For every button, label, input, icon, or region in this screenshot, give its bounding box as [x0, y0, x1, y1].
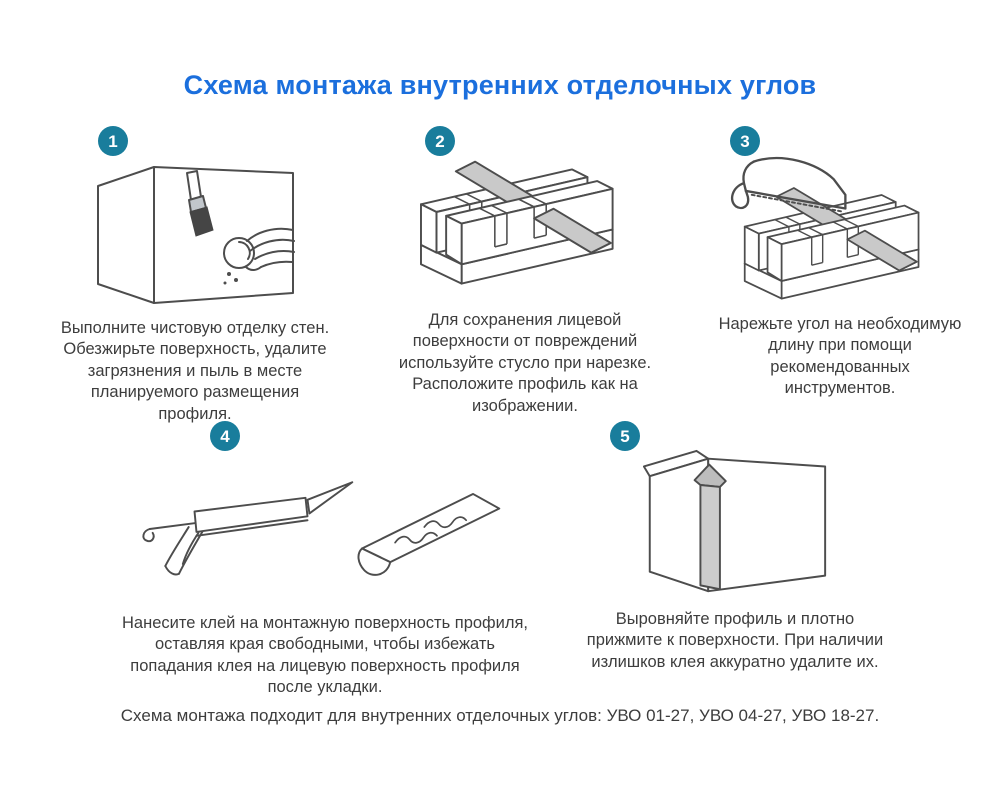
step-2-badge: 2 [425, 126, 455, 156]
step-4-illustration-glue-application [142, 481, 501, 576]
page-title: Схема монтажа внутренних отделочных угло… [183, 70, 817, 100]
hand-sponge-icon [223, 227, 295, 271]
step-3-description: Нарежьте угол на необходимую длину при п… [718, 315, 962, 398]
footer-note: Схема монтажа подходит для внутренних от… [120, 706, 880, 725]
step-2-illustration-miter-box [419, 160, 614, 285]
paint-brush-icon [186, 170, 214, 237]
caulk-gun-icon [142, 481, 354, 576]
hacksaw-icon [730, 157, 847, 213]
near-wall-slots [796, 218, 859, 266]
step-1-badge: 1 [98, 126, 128, 156]
step-3-badge: 3 [730, 126, 760, 156]
step-4: 4 Нанесите клей на [110, 415, 540, 699]
profile-strip-tail [532, 207, 612, 254]
step-1-illustration-wall-cleaning [97, 166, 295, 304]
step-1: 1 [30, 126, 360, 425]
corner-walls [642, 449, 826, 593]
step-2-description: Для сохранения лицевой поверхности от по… [398, 311, 652, 415]
step-4-description: Нанесите клей на монтажную поверхность п… [121, 614, 528, 697]
step-4-badge: 4 [210, 421, 240, 451]
step-1-description: Выполните чистовую отделку стен. Обезжир… [60, 319, 330, 423]
near-wall-slots [478, 195, 547, 248]
corner-profile-strip [693, 463, 727, 591]
step-5-description: Выровняйте профиль и плотно прижмите к п… [586, 610, 884, 671]
profile-strip-tail [845, 229, 918, 272]
step-5-badge: 5 [610, 421, 640, 451]
corner-profile-with-glue [357, 492, 501, 576]
dust-dots [223, 272, 238, 285]
glue-wavy-lines [394, 516, 468, 544]
step-3-illustration-sawing [730, 157, 919, 300]
step-5-illustration-install-profile [642, 449, 826, 593]
step-2: 2 [370, 126, 680, 417]
step-5: 5 Выровняйте профиль и плотно прижмите к… [560, 415, 910, 673]
step-3: 3 [695, 126, 985, 400]
